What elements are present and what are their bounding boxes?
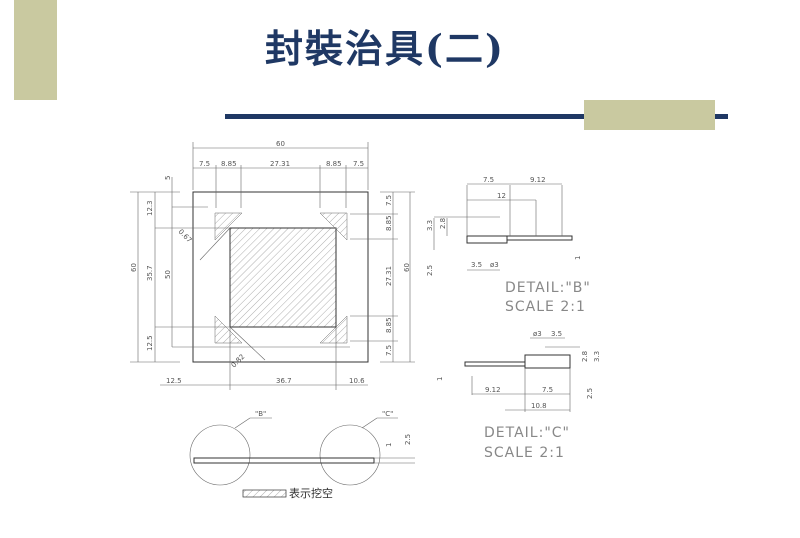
- dim: 9.12: [530, 176, 546, 184]
- dim-left: 35.7: [146, 265, 154, 281]
- dim: 2.5: [404, 434, 412, 445]
- dim-right: 7.5: [385, 195, 393, 206]
- dim-bottom: 36.7: [276, 377, 292, 385]
- detail-b: 7.5 9.12 12 3.3 2.8 2.5 3.5 ø3 1 DETAIL:…: [426, 176, 591, 315]
- dim: 7.5: [542, 386, 553, 394]
- decor-bar-left: [14, 0, 57, 100]
- dim: 3.5: [551, 330, 562, 338]
- dim: ø3: [533, 330, 542, 338]
- callout-c: "C": [382, 410, 393, 418]
- dim-diag: 0.82: [230, 353, 247, 370]
- dim-bottom: 12.5: [166, 377, 182, 385]
- dim: 1: [385, 443, 393, 447]
- decor-bar-right: [584, 100, 715, 130]
- dim-right-overall: 60: [403, 263, 411, 272]
- dim-diag: 0.67: [177, 228, 194, 245]
- detail-b-scale: SCALE 2:1: [505, 299, 586, 315]
- dim-top: 8.85: [326, 160, 342, 168]
- dim: 2.8: [439, 218, 447, 229]
- dim-bottom: 10.6: [349, 377, 365, 385]
- title-rule: [225, 114, 728, 119]
- dim: 1: [574, 256, 582, 260]
- dim-right: 8.85: [385, 215, 393, 231]
- dim-top: 7.5: [353, 160, 364, 168]
- dim-top: 27.31: [270, 160, 290, 168]
- dim: ø3: [490, 261, 499, 269]
- plan-view: 60 7.5 8.85 27.31 8.85 7.5 60 12.3 35.7 …: [130, 140, 415, 390]
- dim-right: 27.31: [385, 266, 393, 286]
- dim: 1: [436, 377, 444, 381]
- dim-right: 8.85: [385, 317, 393, 333]
- dim-left: 12.5: [146, 335, 154, 351]
- callout-b: "B": [255, 410, 266, 418]
- detail-c-scale: SCALE 2:1: [484, 445, 565, 461]
- dim-top: 8.85: [221, 160, 237, 168]
- dim-right: 7.5: [385, 345, 393, 356]
- dim: 12: [497, 192, 506, 200]
- detail-b-label: DETAIL:"B": [505, 280, 591, 296]
- dim-top-overall: 60: [276, 140, 285, 148]
- dim-left-offset: 5: [164, 176, 172, 180]
- dim-left-overall: 60: [130, 263, 138, 272]
- dim: 2.5: [586, 388, 594, 399]
- dim-left-inner: 50: [164, 270, 172, 279]
- dim-top: 7.5: [199, 160, 210, 168]
- dim: 10.8: [531, 402, 547, 410]
- dim-left: 12.3: [146, 200, 154, 216]
- dim: 7.5: [483, 176, 494, 184]
- legend-label: 表示挖空: [289, 486, 333, 500]
- detail-c: ø3 3.5 2.8 3.3 1 9.12 7.5 10.8 2.5 DETAI…: [436, 330, 601, 461]
- dim: 3.3: [593, 351, 601, 362]
- detail-c-label: DETAIL:"C": [484, 425, 570, 441]
- slide-title: 封裝治具(二): [265, 26, 505, 71]
- dim: 2.8: [581, 351, 589, 362]
- dim: 2.5: [426, 265, 434, 276]
- legend-swatch: [242, 489, 287, 498]
- section-view: "B" "C" 1 2.5 表示挖空: [189, 410, 415, 500]
- dim: 3.5: [471, 261, 482, 269]
- dim: 9.12: [485, 386, 501, 394]
- dim: 3.3: [426, 220, 434, 231]
